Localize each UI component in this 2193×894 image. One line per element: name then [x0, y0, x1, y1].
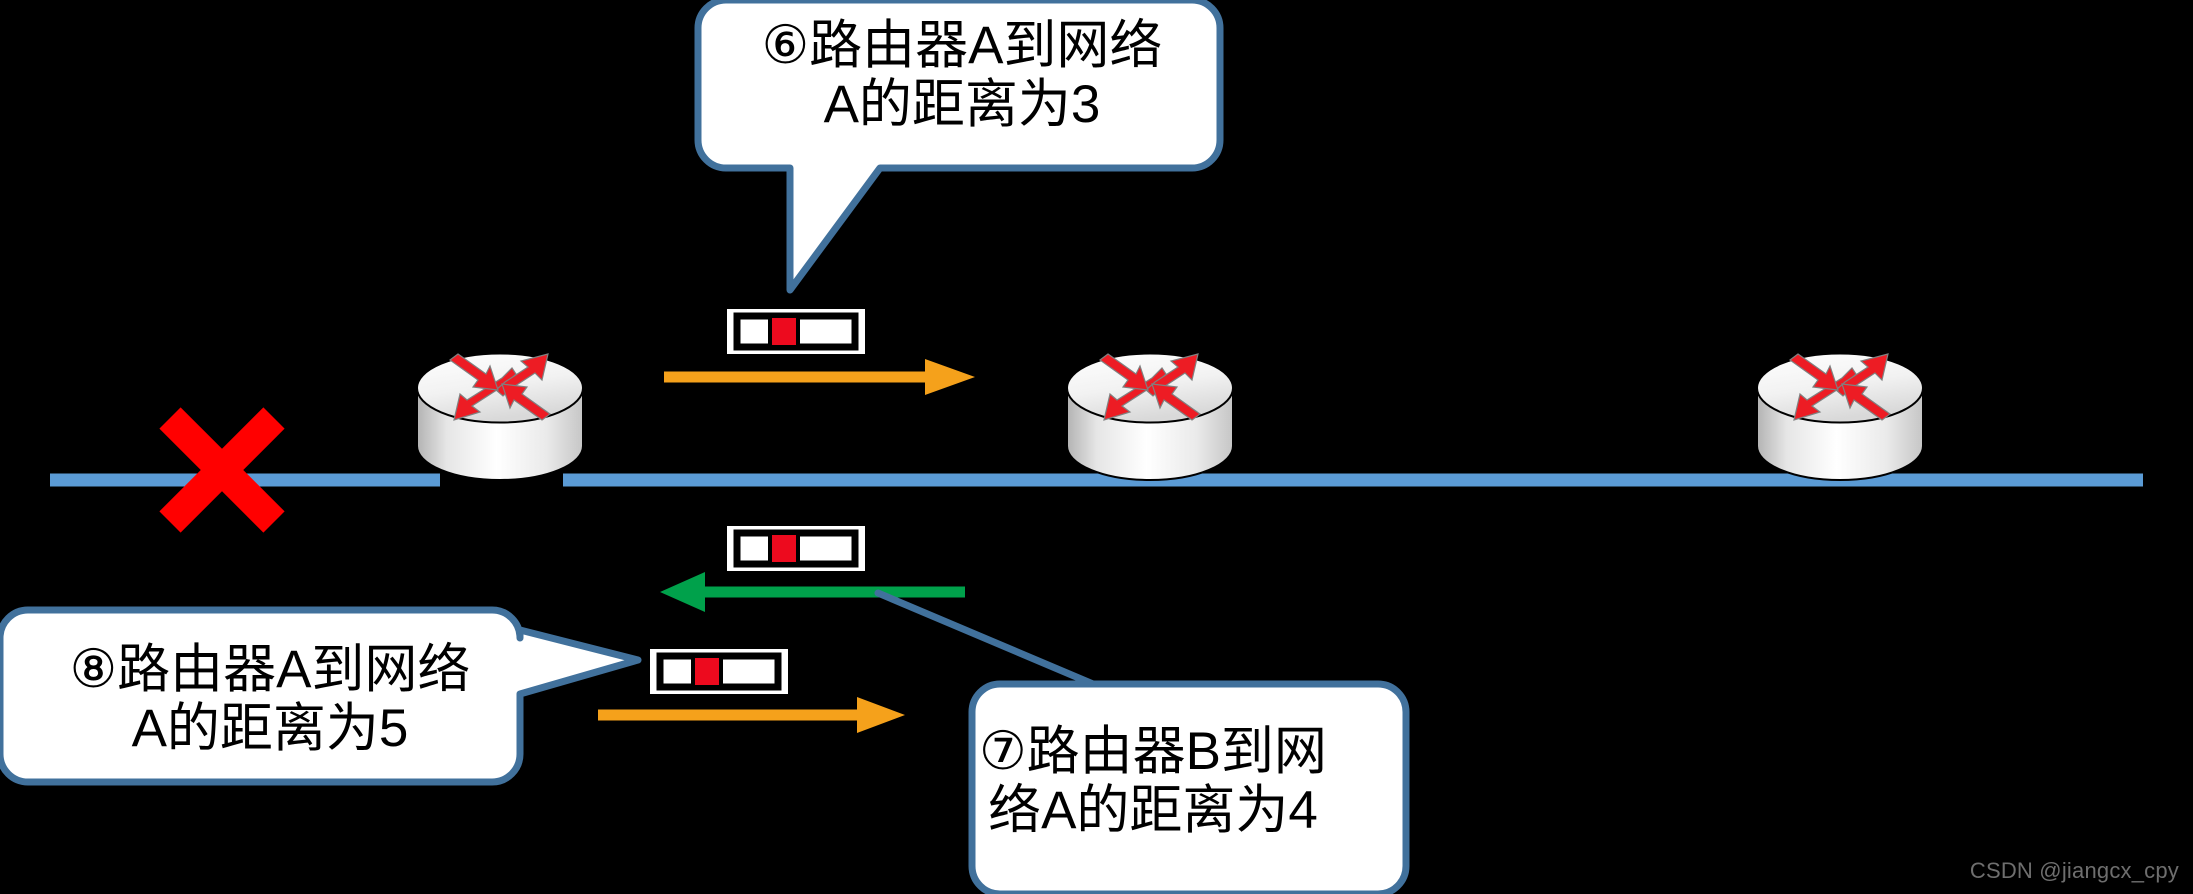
watermark-label: CSDN @jiangcx_cpy: [1969, 858, 2179, 883]
packet-bottom-icon: [650, 649, 788, 694]
callout-7-bubble: [874, 589, 1410, 894]
packet-middle-icon: [727, 526, 865, 571]
packet-top-icon: [727, 309, 865, 354]
callout-8-bubble: [0, 606, 642, 786]
router-c-icon: [1756, 352, 1924, 481]
arrow-orange-bottom: [598, 697, 905, 733]
callout-6-bubble: [694, 0, 1224, 294]
arrow-orange-top: [664, 359, 975, 395]
link-failure-x-icon: [159, 407, 285, 533]
arrow-green-middle: [660, 572, 965, 612]
router-a-icon: [416, 352, 584, 481]
router-b-icon: [1066, 352, 1234, 481]
